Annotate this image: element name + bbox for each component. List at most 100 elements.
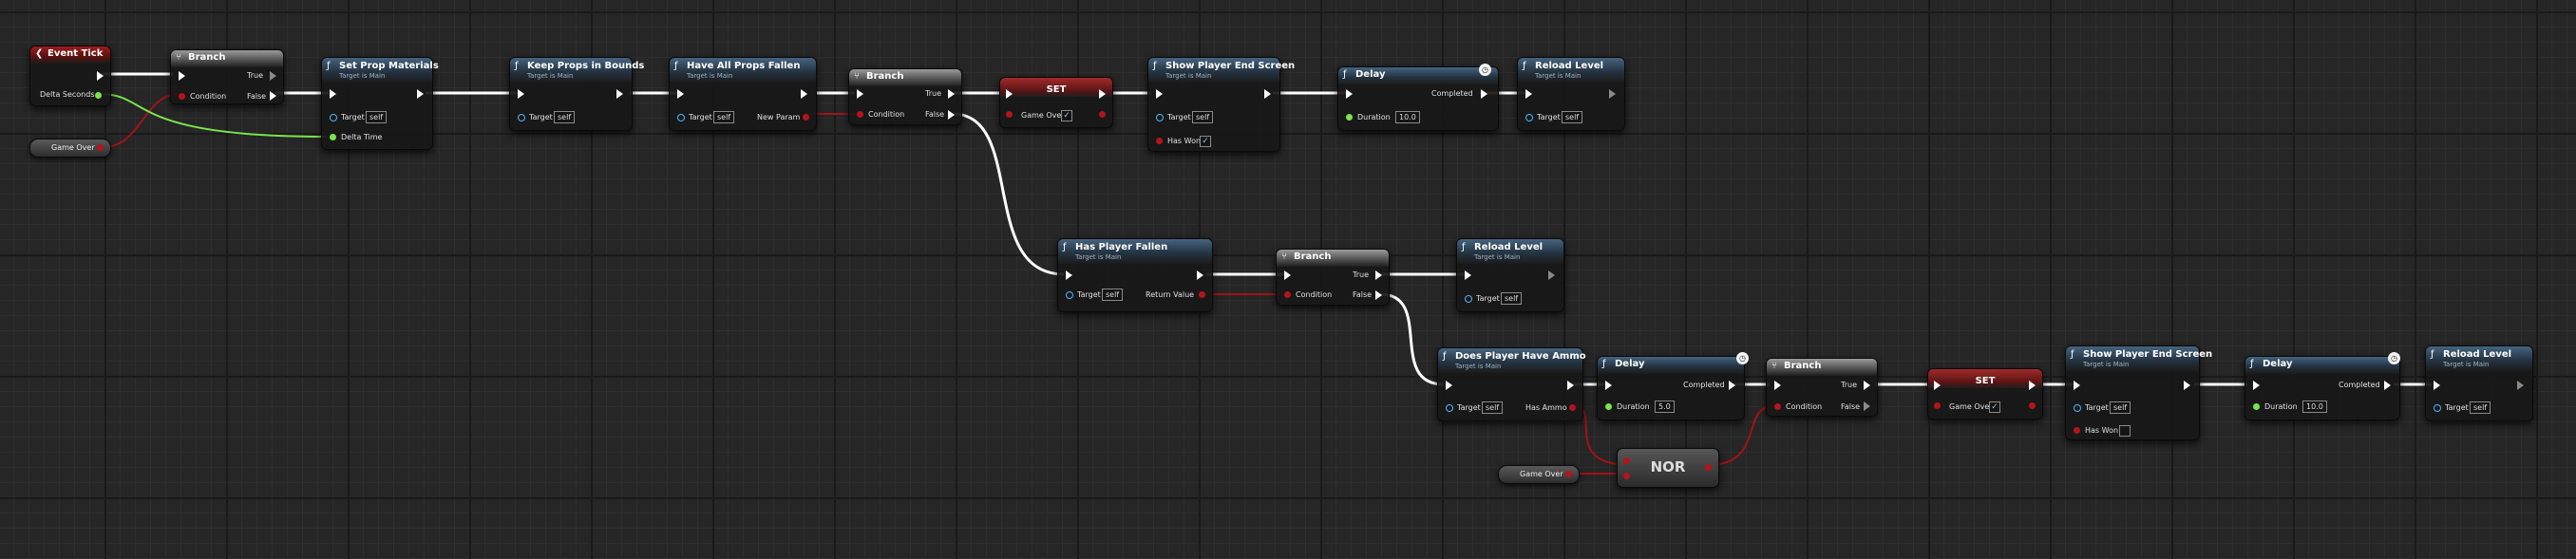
false-exec-pin[interactable]: [1375, 290, 1382, 300]
exec-out-pin[interactable]: [97, 71, 104, 81]
exec-out-pin[interactable]: [2517, 381, 2524, 390]
reload-level-node-2[interactable]: ƒ Reload Level Target is Main Target sel…: [1456, 238, 1564, 312]
exec-out-pin[interactable]: [1099, 89, 1106, 99]
return-value-pin[interactable]: [1199, 291, 1205, 298]
duration-field[interactable]: 5.0: [1655, 401, 1675, 413]
nor-node[interactable]: NOR: [1617, 448, 1719, 488]
has-player-fallen-node[interactable]: ƒ Has Player Fallen Target is Main Targe…: [1057, 238, 1213, 312]
has-won-pin[interactable]: [2074, 427, 2080, 434]
nor-in-pin-a[interactable]: [1623, 457, 1630, 464]
target-pin[interactable]: [2434, 404, 2441, 412]
duration-field[interactable]: 10.0: [1395, 111, 1420, 123]
self-field[interactable]: self: [554, 111, 576, 123]
reload-level-node-1[interactable]: ƒ Reload Level Target is Main Target sel…: [1517, 57, 1625, 131]
target-pin[interactable]: [1465, 295, 1472, 303]
exec-in-pin[interactable]: [1156, 89, 1163, 99]
exec-in-pin[interactable]: [1605, 381, 1612, 390]
exec-out-pin[interactable]: [616, 89, 623, 99]
exec-in-pin[interactable]: [1446, 381, 1452, 390]
duration-pin[interactable]: [1346, 114, 1353, 121]
game-over-checkbox[interactable]: ✓: [1061, 110, 1072, 121]
set-game-over-node-2[interactable]: SET Game Over ✓: [1927, 368, 2043, 419]
exec-in-pin[interactable]: [1066, 270, 1072, 280]
exec-in-pin[interactable]: [677, 89, 684, 99]
exec-out-pin[interactable]: [1548, 270, 1555, 280]
target-pin[interactable]: [518, 114, 525, 121]
game-over-out-pin[interactable]: [1099, 111, 1106, 118]
target-pin[interactable]: [1156, 114, 1164, 121]
nor-out-pin[interactable]: [1705, 464, 1712, 471]
exec-in-pin[interactable]: [2434, 381, 2440, 390]
duration-field[interactable]: 10.0: [2302, 401, 2327, 413]
exec-in-pin[interactable]: [1284, 270, 1291, 280]
completed-exec-pin[interactable]: [1729, 381, 1735, 390]
condition-pin[interactable]: [1284, 291, 1291, 298]
new-param-pin[interactable]: [803, 114, 809, 121]
duration-pin[interactable]: [2253, 403, 2260, 410]
set-game-over-node-1[interactable]: SET Game Over ✓: [999, 77, 1113, 128]
exec-in-pin[interactable]: [179, 71, 185, 81]
game-over-out-pin[interactable]: [2029, 402, 2036, 409]
does-player-have-ammo-node[interactable]: ƒ Does Player Have Ammo Target is Main T…: [1437, 347, 1586, 421]
has-ammo-pin[interactable]: [1569, 404, 1576, 411]
game-over-in-pin[interactable]: [1934, 402, 1941, 409]
exec-out-pin[interactable]: [1567, 381, 1574, 390]
target-pin[interactable]: [677, 114, 685, 121]
false-exec-pin[interactable]: [270, 91, 276, 101]
has-won-checkbox[interactable]: [2119, 425, 2131, 437]
branch-node-2[interactable]: ⑂ Branch True Condition False: [848, 68, 962, 125]
self-field[interactable]: self: [366, 111, 388, 123]
target-pin[interactable]: [1066, 291, 1073, 299]
self-field[interactable]: self: [1501, 292, 1523, 305]
exec-out-pin[interactable]: [2029, 381, 2036, 390]
bool-out-pin[interactable]: [1565, 471, 1572, 477]
branch-node-3[interactable]: ⑂ Branch True Condition False: [1276, 249, 1390, 306]
target-pin[interactable]: [2074, 404, 2081, 412]
game-over-checkbox[interactable]: ✓: [1989, 401, 2000, 413]
self-field[interactable]: self: [1562, 111, 1583, 123]
show-player-end-screen-node-2[interactable]: ƒ Show Player End Screen Target is Main …: [2065, 345, 2212, 440]
exec-in-pin[interactable]: [2253, 381, 2260, 390]
true-exec-pin[interactable]: [948, 89, 955, 99]
has-won-pin[interactable]: [1156, 138, 1163, 144]
exec-in-pin[interactable]: [1006, 89, 1013, 99]
exec-out-pin[interactable]: [801, 89, 807, 99]
exec-in-pin[interactable]: [518, 89, 524, 99]
false-exec-pin[interactable]: [948, 110, 955, 120]
self-field[interactable]: self: [2110, 401, 2131, 414]
game-over-getter[interactable]: Game Over: [29, 139, 111, 158]
set-prop-materials-node[interactable]: ƒ Set Prop Materials Target is Main Targ…: [321, 57, 439, 150]
exec-out-pin[interactable]: [1264, 89, 1271, 99]
branch-node-4[interactable]: ⑂ Branch True Condition False: [1766, 358, 1878, 417]
target-pin[interactable]: [1525, 114, 1533, 121]
exec-out-pin[interactable]: [417, 89, 424, 99]
self-field[interactable]: self: [2470, 401, 2491, 414]
delay-node-2[interactable]: ƒ Delay ◷ Completed Duration 5.0: [1597, 352, 1749, 420]
nor-in-pin-b[interactable]: [1623, 473, 1630, 479]
true-exec-pin[interactable]: [270, 71, 276, 81]
target-pin[interactable]: [1446, 404, 1453, 412]
true-exec-pin[interactable]: [1864, 381, 1870, 390]
condition-pin[interactable]: [857, 111, 863, 118]
exec-in-pin[interactable]: [1774, 381, 1781, 390]
game-over-getter-2[interactable]: Game Over: [1498, 465, 1580, 484]
self-field[interactable]: self: [713, 111, 735, 123]
reload-level-node-3[interactable]: ƒ Reload Level Target is Main Target sel…: [2425, 345, 2533, 421]
delay-node-1[interactable]: ƒ Delay ◷ Completed Duration 10.0: [1337, 64, 1499, 131]
true-exec-pin[interactable]: [1375, 270, 1382, 280]
exec-out-pin[interactable]: [2184, 381, 2190, 390]
self-field[interactable]: self: [1482, 401, 1504, 414]
target-pin[interactable]: [330, 114, 337, 121]
exec-in-pin[interactable]: [330, 89, 336, 99]
exec-in-pin[interactable]: [1525, 89, 1532, 99]
self-field[interactable]: self: [1102, 289, 1124, 301]
exec-in-pin[interactable]: [1346, 89, 1353, 99]
false-exec-pin[interactable]: [1864, 401, 1870, 411]
delta-seconds-pin[interactable]: [95, 92, 102, 99]
completed-exec-pin[interactable]: [2384, 381, 2391, 390]
bool-out-pin[interactable]: [97, 144, 104, 151]
exec-in-pin[interactable]: [2074, 381, 2080, 390]
completed-exec-pin[interactable]: [1481, 89, 1487, 99]
condition-pin[interactable]: [1774, 403, 1781, 410]
event-tick-node[interactable]: ❮ Event Tick Delta Seconds: [29, 46, 111, 106]
